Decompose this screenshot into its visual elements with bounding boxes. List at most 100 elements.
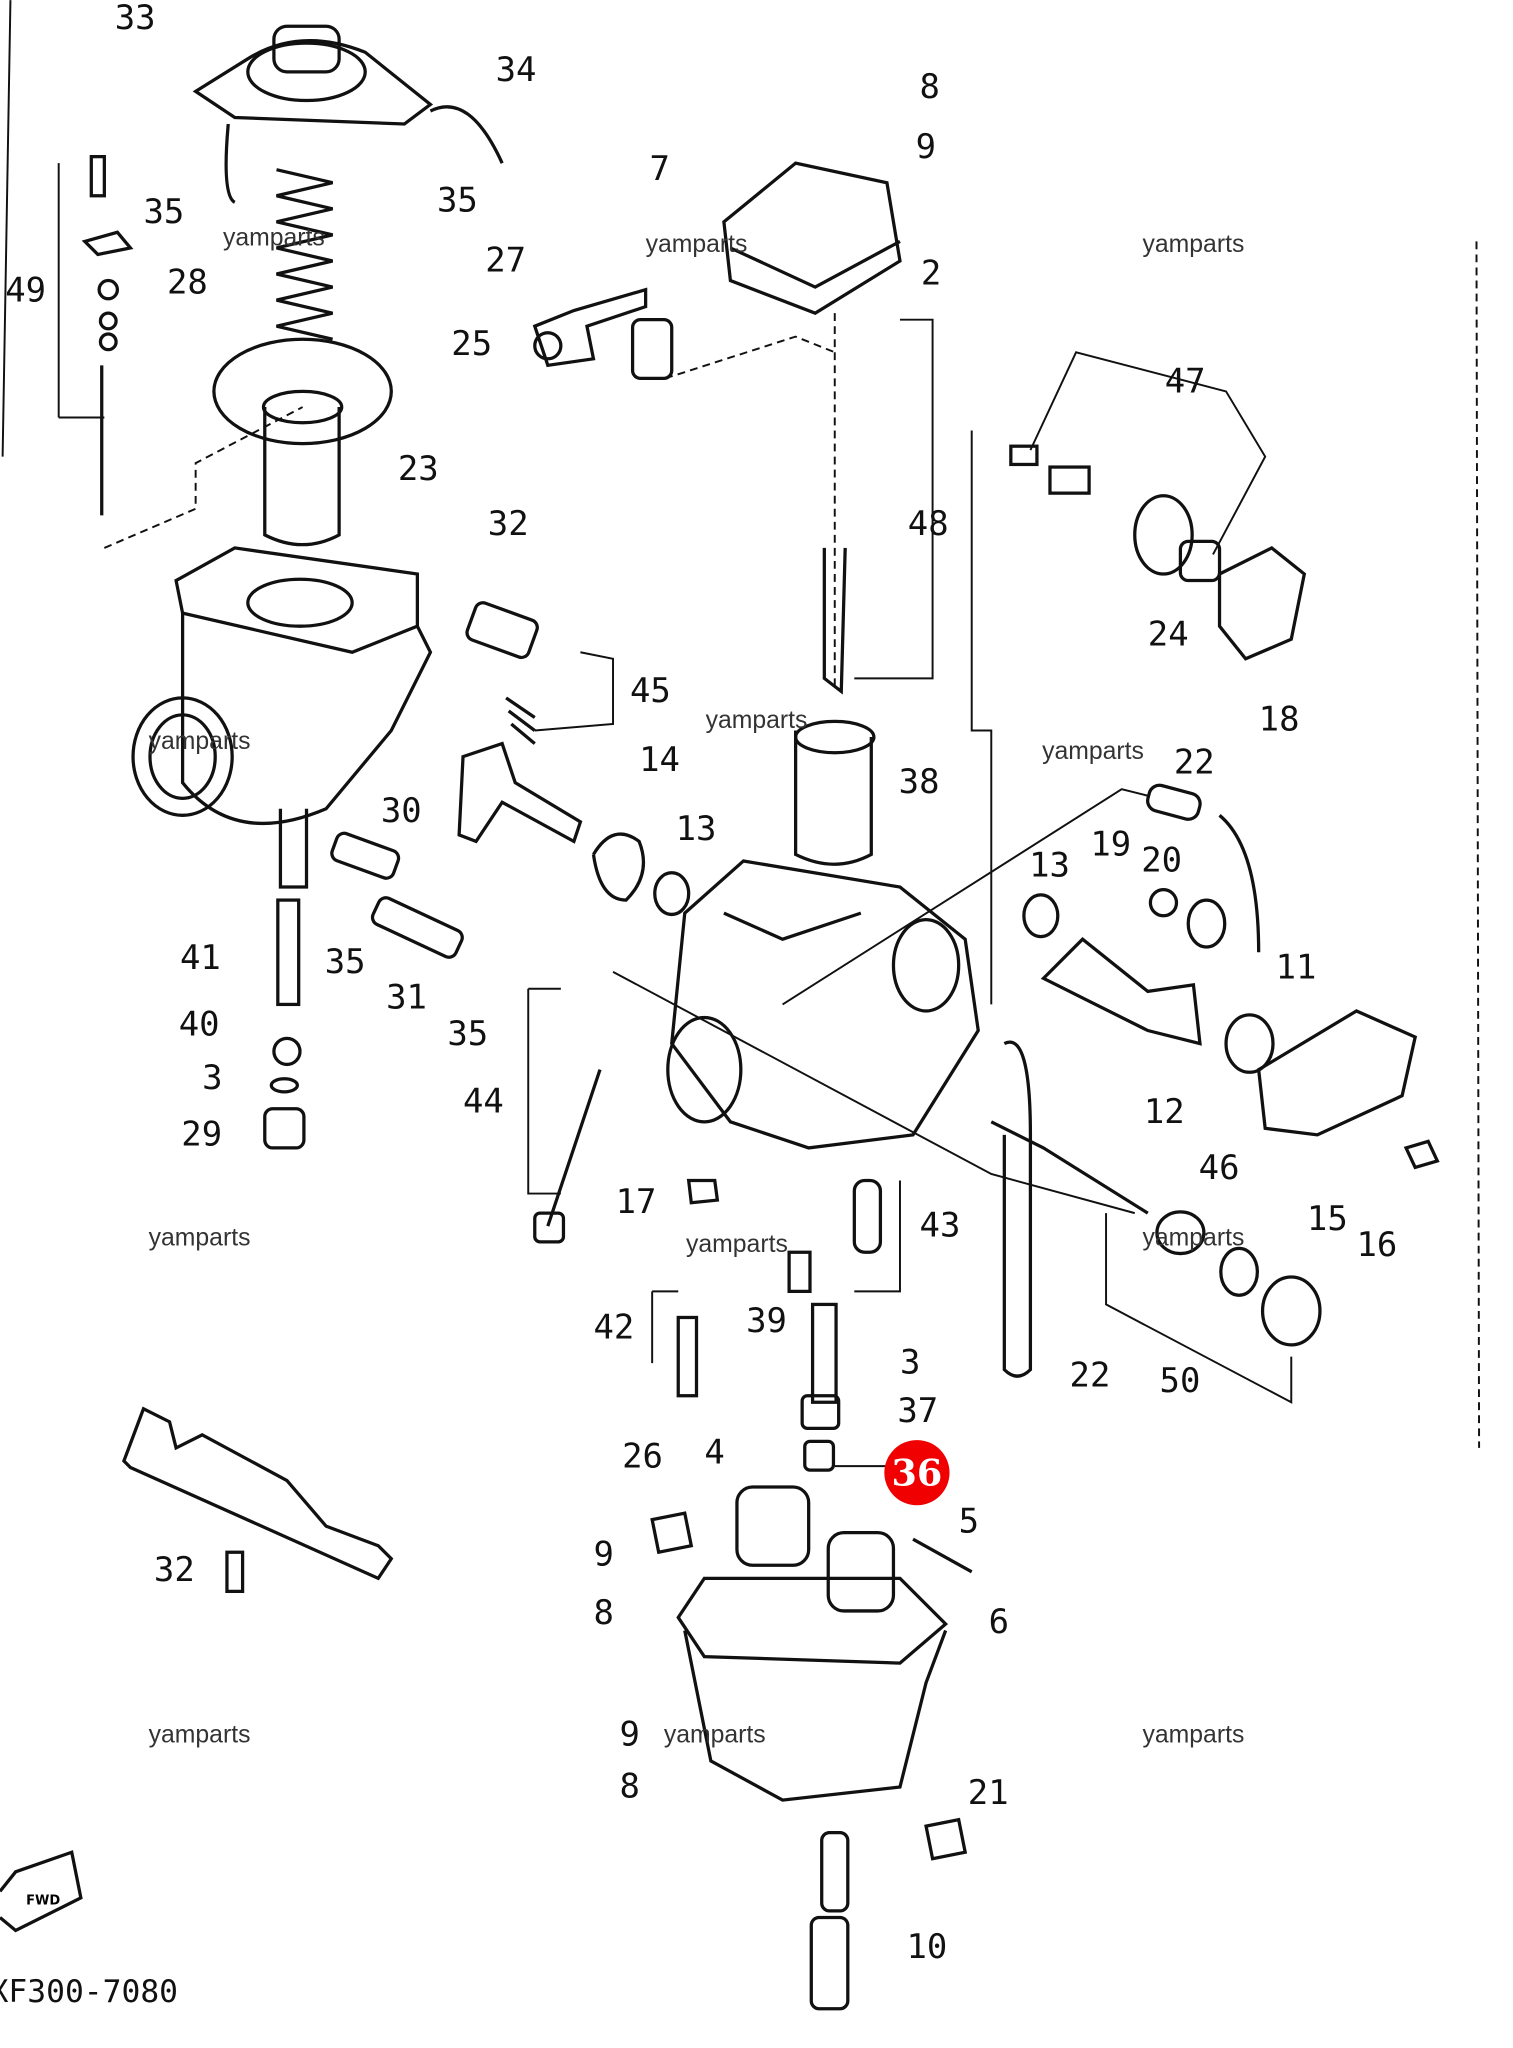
callout-35: 35 [447, 1014, 488, 1053]
jet-needle-group [57, 155, 134, 516]
callout-16: 16 [1356, 1225, 1397, 1264]
screw-44 [533, 1211, 566, 1244]
assembly-line [782, 788, 1149, 1006]
carb-body-left [131, 546, 433, 889]
callout-17: 17 [616, 1182, 657, 1221]
callout-labels: 3334357892272535284923474832241845223814… [5, 0, 1397, 1966]
callout-30: 30 [381, 791, 422, 830]
callout-23: 23 [398, 449, 439, 488]
callout-27: 27 [485, 240, 526, 279]
callout-43: 43 [920, 1206, 961, 1245]
watermark-text: yamparts [686, 1231, 788, 1258]
spring-46 [1155, 1210, 1206, 1256]
pilot-screw-41 [276, 898, 301, 1007]
plate-32 [465, 601, 539, 660]
valve-43 [852, 1178, 883, 1254]
watermark-text: yamparts [149, 1722, 251, 1749]
callout-22: 22 [1070, 1356, 1111, 1395]
callout-11: 11 [1276, 947, 1317, 986]
washer-13b [1022, 893, 1060, 939]
callout-39: 39 [746, 1301, 787, 1340]
callout-21: 21 [968, 1773, 1009, 1812]
pin-30 [330, 831, 401, 880]
assembly-line [664, 335, 836, 380]
callout-24: 24 [1148, 615, 1189, 654]
callout-37: 37 [897, 1391, 938, 1430]
callout-45: 45 [630, 671, 671, 710]
main-jet-37 [800, 1394, 841, 1430]
highlight-badge-circle[interactable] [884, 1440, 950, 1506]
callout-31: 31 [386, 977, 427, 1016]
diaphragm [212, 337, 393, 446]
callout-25: 25 [451, 324, 492, 363]
needle-48 [822, 547, 847, 695]
throttle-pulley-15 [1256, 1009, 1418, 1137]
callout-34: 34 [496, 50, 537, 89]
hose-22 [1218, 814, 1261, 953]
drain-hose-10 [809, 1915, 850, 2011]
watermark-text: yamparts [223, 224, 325, 251]
rod-44 [546, 1069, 602, 1227]
callout-10: 10 [906, 1927, 947, 1966]
choke-group-47 [1009, 351, 1307, 661]
bracket-50 [1105, 1213, 1293, 1404]
collar-11 [1224, 1013, 1275, 1074]
piston-spring [276, 168, 333, 341]
float-4a [735, 1485, 811, 1567]
hose-22-bottom [1002, 1040, 1033, 1378]
callout-46: 46 [1199, 1148, 1240, 1187]
right-border-line [1475, 241, 1481, 1448]
bracket-48 [854, 318, 934, 680]
callout-44: 44 [463, 1082, 504, 1121]
callout-35: 35 [143, 192, 184, 231]
callout-9: 9 [593, 1534, 613, 1573]
collar-20 [1186, 898, 1227, 949]
assembly-line [103, 406, 304, 549]
hose-22-top [1146, 783, 1202, 821]
bracket-44 [527, 987, 561, 1195]
oring-3 [269, 1077, 300, 1094]
jet-39 [787, 1250, 812, 1294]
washer-50 [1219, 1246, 1259, 1297]
drain-10a [820, 1831, 850, 1913]
top-cap-2 [722, 161, 902, 315]
main-jet-36 [803, 1439, 836, 1472]
callout-35: 35 [437, 180, 478, 219]
fwd-arrow-mark: FWD [0, 1850, 83, 1933]
piston-23 [263, 407, 341, 547]
callout-49: 49 [5, 270, 46, 309]
screw-32 [225, 1550, 245, 1594]
washer-13 [653, 871, 691, 917]
callout-48: 48 [908, 504, 949, 543]
throttle-lever-25 [532, 287, 674, 380]
watermark-text: yamparts [646, 231, 748, 258]
callout-3: 3 [202, 1058, 222, 1097]
callout-42: 42 [593, 1307, 634, 1346]
highlight-badge-label[interactable]: 36 [892, 1452, 943, 1495]
callout-38: 38 [899, 762, 940, 801]
highlight-badge-36[interactable]: 36 [834, 1440, 950, 1506]
callout-33: 33 [115, 0, 156, 37]
needle-jet-3 [810, 1302, 838, 1404]
callout-29: 29 [181, 1114, 222, 1153]
callout-28: 28 [167, 263, 208, 302]
bracket-43 [854, 1180, 901, 1293]
callout-50: 50 [1160, 1361, 1201, 1400]
watermark-text: yamparts [1143, 1225, 1245, 1252]
watermark-text: yamparts [1143, 231, 1245, 258]
pin-5 [912, 1537, 973, 1574]
float-4b [826, 1531, 896, 1613]
callout-5: 5 [959, 1502, 979, 1541]
callout-8: 8 [620, 1766, 640, 1805]
callout-8: 8 [593, 1593, 613, 1632]
spring-14 [591, 832, 646, 902]
link-plate-11 [1040, 937, 1202, 1046]
callout-47: 47 [1165, 362, 1206, 401]
float-bowl [683, 1629, 948, 1802]
carb-body-center [666, 719, 980, 1150]
left-border-line [1, 0, 12, 457]
throttle-shaft-axis [612, 970, 1136, 1215]
watermarks: yamparts yamparts yamparts yamparts yamparts… [149, 224, 1245, 1748]
callout-8: 8 [920, 67, 940, 106]
watermark-text: yamparts [149, 1225, 251, 1252]
